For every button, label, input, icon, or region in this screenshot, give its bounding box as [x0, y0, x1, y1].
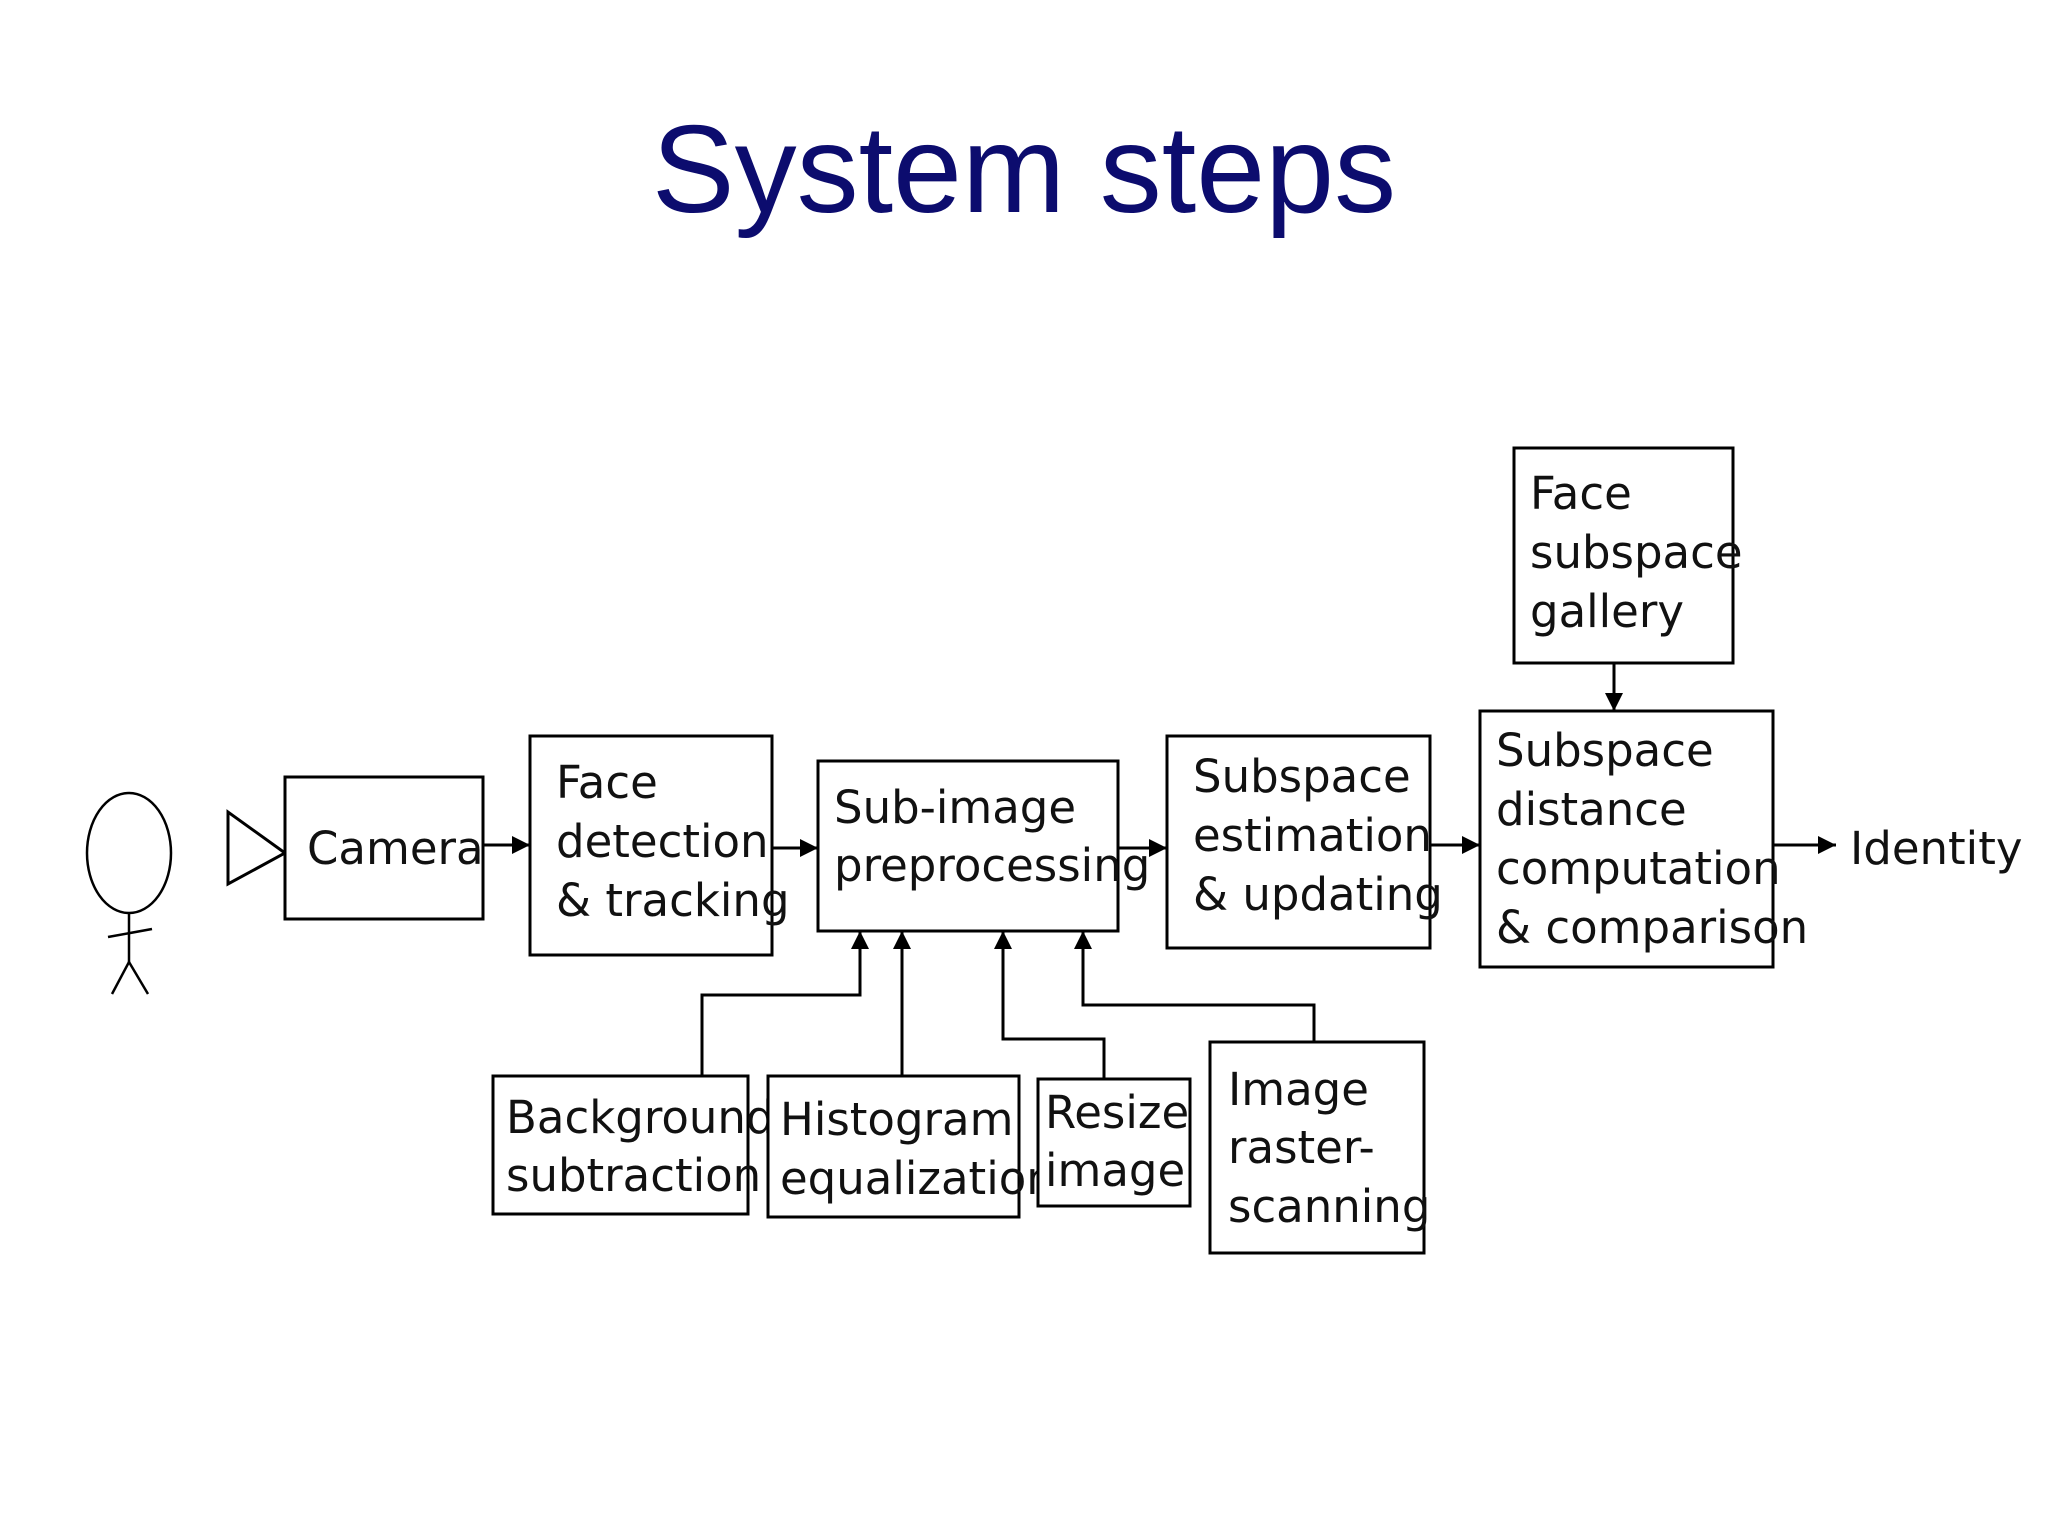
resize-image-box: Resize image	[1036, 1077, 1192, 1208]
subspace-distance-label-line-2: distance	[1496, 783, 1687, 836]
face-subspace-gallery-box: Face subspace gallery	[1512, 446, 1743, 665]
background-label-line-1: Background	[506, 1091, 774, 1144]
sub-image-preprocessing-box: Sub-image preprocessing	[816, 759, 1150, 933]
subspace-distance-label-line-1: Subspace	[1496, 724, 1714, 777]
subspace-estimation-label-line-1: Subspace	[1193, 750, 1411, 803]
raster-label-line-2: raster-	[1228, 1121, 1375, 1174]
histogram-equalization-box: Histogram equalization	[766, 1074, 1055, 1219]
face-detection-label-line-1: Face	[556, 756, 658, 809]
sub-image-label-line-1: Sub-image	[834, 781, 1076, 834]
subspace-estimation-label-line-2: estimation	[1193, 809, 1432, 862]
histogram-label-line-1: Histogram	[780, 1093, 1013, 1146]
background-label-line-2: subtraction	[506, 1149, 761, 1202]
subspace-estimation-box: Subspace estimation & updating	[1165, 734, 1443, 950]
raster-label-line-3: scanning	[1228, 1180, 1430, 1233]
arrow-resize-to-subimage	[994, 931, 1106, 1079]
face-gallery-label-line-2: subspace	[1530, 526, 1743, 579]
background-subtraction-box: Background subtraction	[491, 1074, 774, 1216]
histogram-label-line-2: equalization	[780, 1152, 1055, 1205]
sub-image-label-line-2: preprocessing	[834, 839, 1150, 892]
face-gallery-label-line-1: Face	[1530, 467, 1632, 520]
camera-box: Camera	[283, 775, 485, 921]
face-detection-label-line-3: & tracking	[556, 874, 790, 927]
face-gallery-label-line-3: gallery	[1530, 585, 1684, 638]
raster-label-line-1: Image	[1228, 1063, 1369, 1116]
identity-label: Identity	[1850, 822, 2022, 875]
subspace-estimation-label-line-3: & updating	[1193, 868, 1443, 921]
subspace-distance-label-line-3: computation	[1496, 842, 1781, 895]
camera-lens-icon	[226, 809, 288, 887]
resize-label-line-1: Resize	[1045, 1086, 1189, 1139]
resize-label-line-2: image	[1045, 1144, 1185, 1197]
image-raster-scanning-box: Image raster- scanning	[1208, 1040, 1430, 1255]
subspace-distance-label-line-4: & comparison	[1496, 901, 1808, 954]
person-icon	[85, 791, 173, 995]
face-detection-label-line-2: detection	[556, 815, 769, 868]
slide-title: System steps	[651, 101, 1397, 239]
face-detection-box: Face detection & tracking	[528, 734, 790, 957]
camera-label: Camera	[307, 822, 484, 875]
arrow-background-to-subimage	[700, 931, 869, 1076]
subspace-distance-box: Subspace distance computation & comparis…	[1478, 709, 1808, 969]
arrow-raster-to-subimage	[1074, 931, 1316, 1042]
